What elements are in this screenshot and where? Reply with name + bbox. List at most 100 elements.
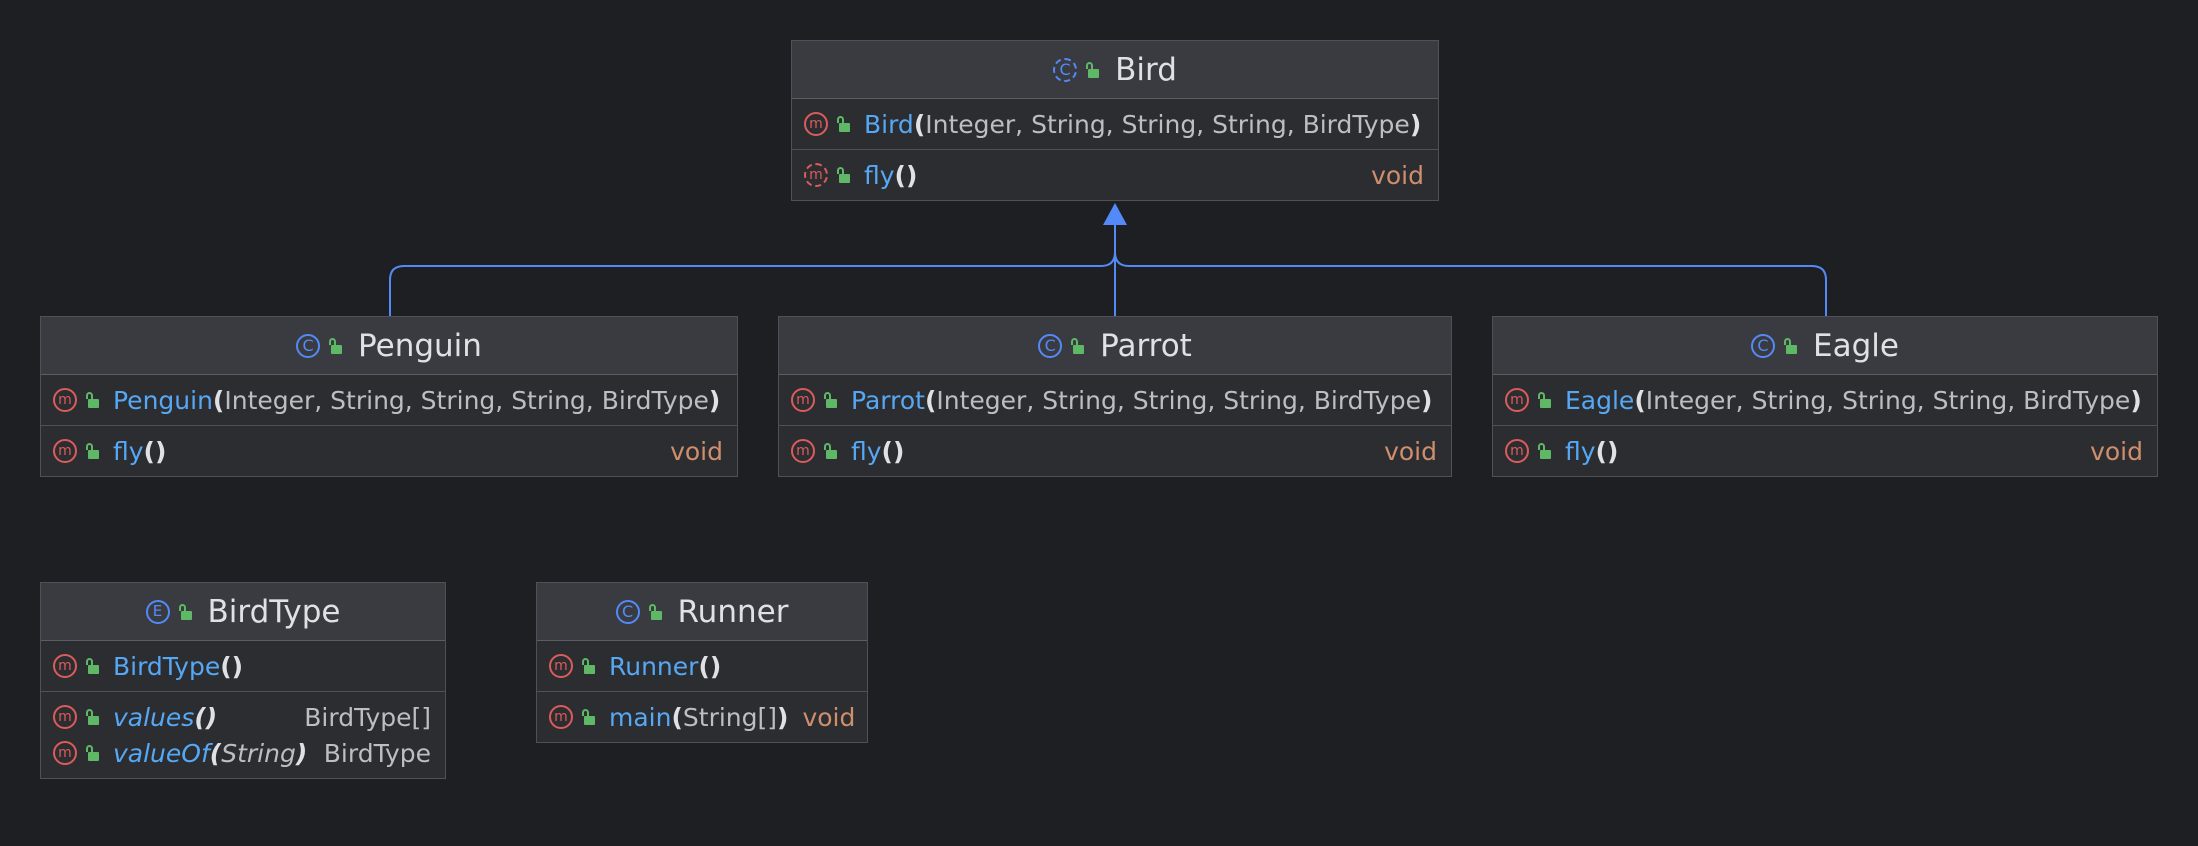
method-name: fly (1565, 436, 1596, 466)
close-paren: ) (708, 385, 721, 415)
public-visibility-icon (1070, 337, 1085, 354)
method-icon: m (53, 439, 77, 463)
inheritance-edge-eagle (1114, 221, 1827, 316)
return-type: BirdType[] (304, 702, 431, 732)
method-icon: m (791, 388, 815, 412)
class-name: BirdType (207, 593, 341, 630)
public-visibility-icon (85, 745, 99, 761)
open-paren: ( (671, 702, 683, 732)
public-visibility-icon (1085, 61, 1100, 78)
return-type: BirdType (323, 738, 431, 768)
open-paren: ( (924, 385, 937, 415)
class-header: C Bird (792, 41, 1438, 99)
method-params: Integer, String, String, String, BirdTyp… (1645, 385, 2131, 415)
open-paren: ( (1595, 436, 1607, 466)
method-icon: m (53, 654, 77, 678)
public-visibility-icon (1537, 392, 1551, 408)
method-name: Bird (864, 109, 914, 139)
open-paren: ( (894, 160, 906, 190)
close-paren: ) (231, 651, 244, 681)
method-params: Integer, String, String, String, BirdTyp… (936, 385, 1421, 415)
method-params: String (221, 738, 296, 768)
class-icon: C (296, 333, 321, 358)
method-icon: m (791, 439, 815, 463)
close-paren: ) (295, 738, 308, 768)
public-visibility-icon (836, 167, 850, 183)
close-paren: ) (2130, 385, 2142, 415)
method-name: fly (113, 436, 144, 466)
method-name: fly (864, 160, 895, 190)
method-icon: m (53, 705, 77, 729)
open-paren: ( (1634, 385, 1646, 415)
public-visibility-icon (85, 392, 99, 408)
public-visibility-icon (328, 337, 343, 354)
open-paren: ( (220, 651, 232, 681)
method-icon: m (804, 112, 828, 136)
method-icon: m (1505, 439, 1529, 463)
class-name: Parrot (1100, 327, 1192, 364)
class-header: E BirdType (41, 583, 445, 641)
enum-icon: E (145, 599, 170, 624)
method-name: Penguin (113, 385, 213, 415)
public-visibility-icon (1537, 443, 1551, 459)
close-paren: ) (1409, 109, 1422, 139)
class-header: C Penguin (41, 317, 737, 375)
method-icon: m (1505, 388, 1529, 412)
return-type: void (1371, 160, 1424, 190)
class-icon: C (1751, 333, 1776, 358)
method-icon: m (53, 388, 77, 412)
public-visibility-icon (823, 443, 837, 459)
public-visibility-icon (836, 116, 850, 132)
public-visibility-icon (648, 603, 662, 620)
inheritance-arrowhead (1103, 203, 1127, 225)
class-name: Bird (1115, 51, 1177, 88)
public-visibility-icon (85, 658, 99, 674)
method-name: valueOf (113, 738, 210, 768)
method-name: values (113, 702, 195, 732)
public-visibility-icon (85, 443, 99, 459)
abstract-class-icon: C (1053, 57, 1078, 82)
open-paren: ( (881, 436, 893, 466)
return-type: void (802, 702, 856, 732)
public-visibility-icon (581, 658, 595, 674)
return-type: void (2090, 436, 2143, 466)
close-paren: ) (892, 436, 905, 466)
close-paren: ) (905, 160, 918, 190)
open-paren: ( (913, 109, 926, 139)
class-name: Penguin (358, 327, 482, 364)
method-icon: m (549, 705, 573, 729)
close-paren: ) (709, 651, 722, 681)
open-paren: ( (194, 702, 206, 732)
